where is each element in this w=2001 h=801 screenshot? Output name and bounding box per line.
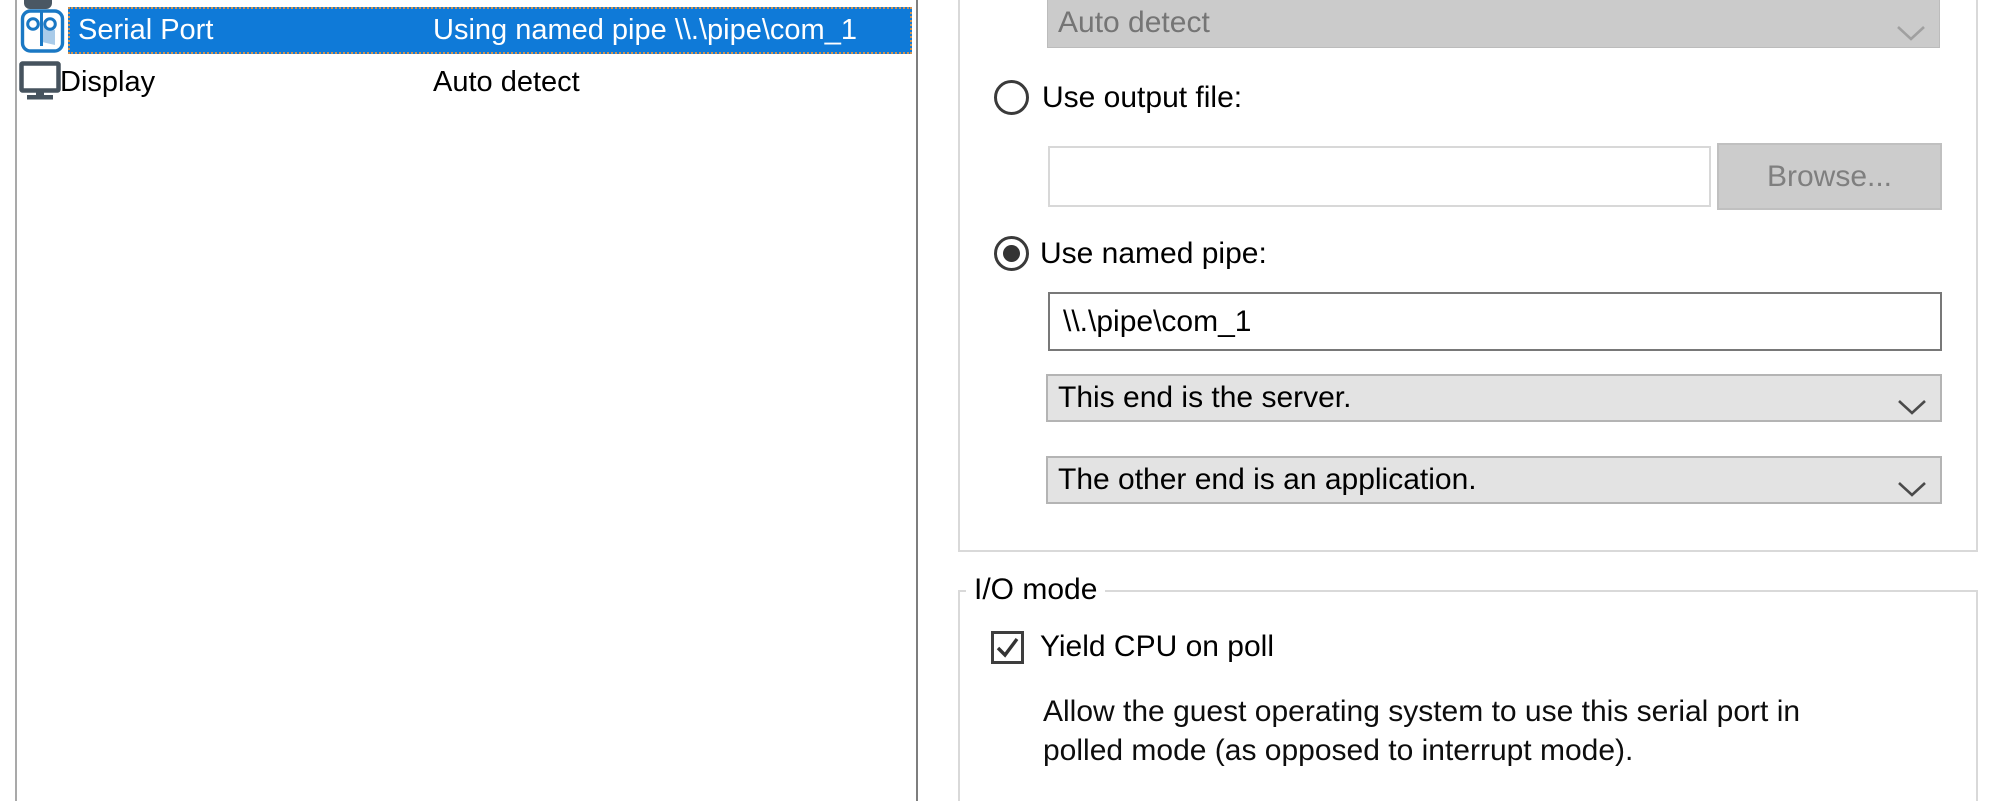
use-output-file-radio[interactable]	[994, 80, 1029, 115]
device-mode-select: Auto detect	[1047, 0, 1940, 48]
named-pipe-input[interactable]	[1048, 292, 1942, 351]
chevron-down-icon	[1897, 390, 1927, 424]
list-left-border	[15, 0, 17, 801]
serial-port-icon	[20, 8, 65, 54]
pipe-near-end-value: This end is the server.	[1058, 381, 1352, 414]
io-mode-group-title: I/O mode	[966, 572, 1106, 608]
description-line-2: polled mode (as opposed to interrupt mod…	[1043, 734, 1634, 767]
connection-groupbox	[958, 0, 1978, 552]
display-icon	[19, 61, 61, 101]
io-mode-groupbox	[958, 590, 1978, 801]
yield-cpu-label: Yield CPU on poll	[1040, 630, 1275, 663]
check-icon	[996, 637, 1019, 658]
device-summary: Using named pipe \\.\pipe\com_1	[433, 14, 857, 46]
device-name: Serial Port	[78, 14, 214, 46]
yield-cpu-description: Allow the guest operating system to use …	[1043, 692, 1863, 770]
pipe-far-end-value: The other end is an application.	[1058, 463, 1477, 496]
chevron-down-icon	[1897, 472, 1927, 506]
output-file-input[interactable]	[1048, 146, 1711, 207]
pipe-near-end-select[interactable]: This end is the server.	[1046, 374, 1942, 422]
pipe-far-end-select[interactable]: The other end is an application.	[1046, 456, 1942, 504]
device-summary: Auto detect	[433, 66, 580, 98]
chevron-down-icon	[1896, 16, 1926, 50]
browse-button[interactable]: Browse...	[1717, 143, 1942, 210]
use-named-pipe-radio[interactable]	[994, 236, 1029, 271]
panel-divider	[916, 0, 918, 801]
device-row-display[interactable]: Display	[60, 66, 156, 98]
use-output-file-label: Use output file:	[1042, 81, 1243, 114]
previous-device-icon-fragment	[24, 0, 52, 9]
use-named-pipe-label: Use named pipe:	[1040, 237, 1267, 270]
description-line-1: Allow the guest operating system to use …	[1043, 695, 1801, 728]
device-row-serial-port[interactable]: Serial Port Using named pipe \\.\pipe\co…	[68, 7, 912, 54]
yield-cpu-checkbox[interactable]	[991, 631, 1024, 664]
device-mode-select-value: Auto detect	[1058, 6, 1210, 39]
